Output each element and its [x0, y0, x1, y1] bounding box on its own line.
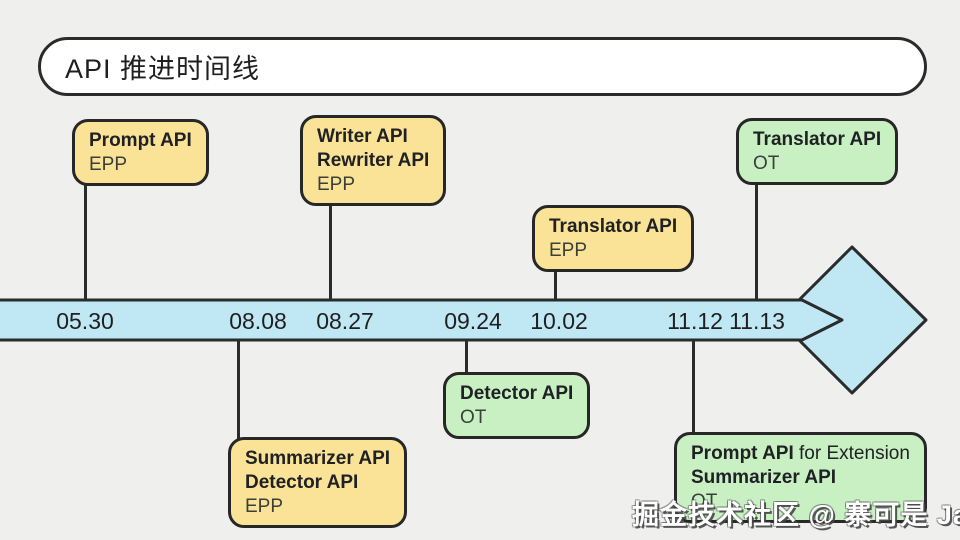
connector-translator-epp: [554, 268, 557, 302]
watermark: 掘金技术社区 @ 寨可是 Jax: [632, 500, 960, 530]
box-title: Translator API: [753, 129, 882, 150]
date-08-27: 08.27: [316, 308, 374, 334]
box-title: Translator API: [549, 216, 678, 237]
box-prompt-api-epp: Prompt API EPP: [72, 119, 209, 186]
box-translator-api-ot: Translator API OT: [736, 118, 899, 185]
box-writer-rewriter-api-epp: Writer API Rewriter API EPP: [300, 115, 447, 206]
box-stage: OT: [460, 407, 487, 428]
box-detector-api-ot: Detector API OT: [443, 372, 591, 439]
box-title: Prompt API: [691, 443, 794, 464]
date-09-24: 09.24: [444, 308, 502, 334]
timeline-arrow-icon: [798, 245, 928, 395]
box-stage: OT: [691, 491, 718, 512]
connector-prompt-ext-ot: [692, 339, 695, 434]
timeline-band: [0, 245, 928, 395]
connector-detector-ot: [465, 339, 468, 374]
box-summarizer-detector-api-epp: Summarizer API Detector API EPP: [228, 437, 408, 528]
box-title: Summarizer API: [245, 448, 391, 469]
box-stage: OT: [753, 153, 780, 174]
box-title: Writer API: [317, 126, 408, 147]
box-stage: EPP: [317, 174, 356, 195]
box-translator-api-epp: Translator API EPP: [532, 205, 695, 272]
page-title: API 推进时间线: [38, 37, 927, 96]
date-10-02: 10.02: [530, 308, 588, 334]
box-stage: EPP: [245, 496, 284, 517]
box-title2: Summarizer API: [691, 467, 837, 488]
date-11-12: 11.12: [667, 308, 723, 334]
box-stage: EPP: [89, 154, 128, 175]
box-title: Prompt API: [89, 130, 192, 151]
page-title-text: API 推进时间线: [65, 54, 261, 84]
connector-translator-ot: [755, 176, 758, 302]
date-08-08: 08.08: [229, 308, 287, 334]
box-title-line: Prompt API for Extension: [691, 442, 910, 466]
box-title-suffix: for Extension: [793, 443, 910, 464]
connector-summarizer-epp: [237, 339, 240, 440]
box-title2: Detector API: [245, 472, 359, 493]
box-title2: Rewriter API: [317, 150, 430, 171]
connector-writer-epp: [329, 194, 332, 302]
date-11-13: 11.13: [729, 308, 785, 334]
box-stage: EPP: [549, 240, 588, 261]
box-prompt-ext-summarizer-api-ot: Prompt API for Extension Summarizer API …: [674, 432, 927, 523]
connector-prompt-epp: [84, 181, 87, 302]
date-05-30: 05.30: [56, 308, 114, 334]
box-title: Detector API: [460, 383, 574, 404]
